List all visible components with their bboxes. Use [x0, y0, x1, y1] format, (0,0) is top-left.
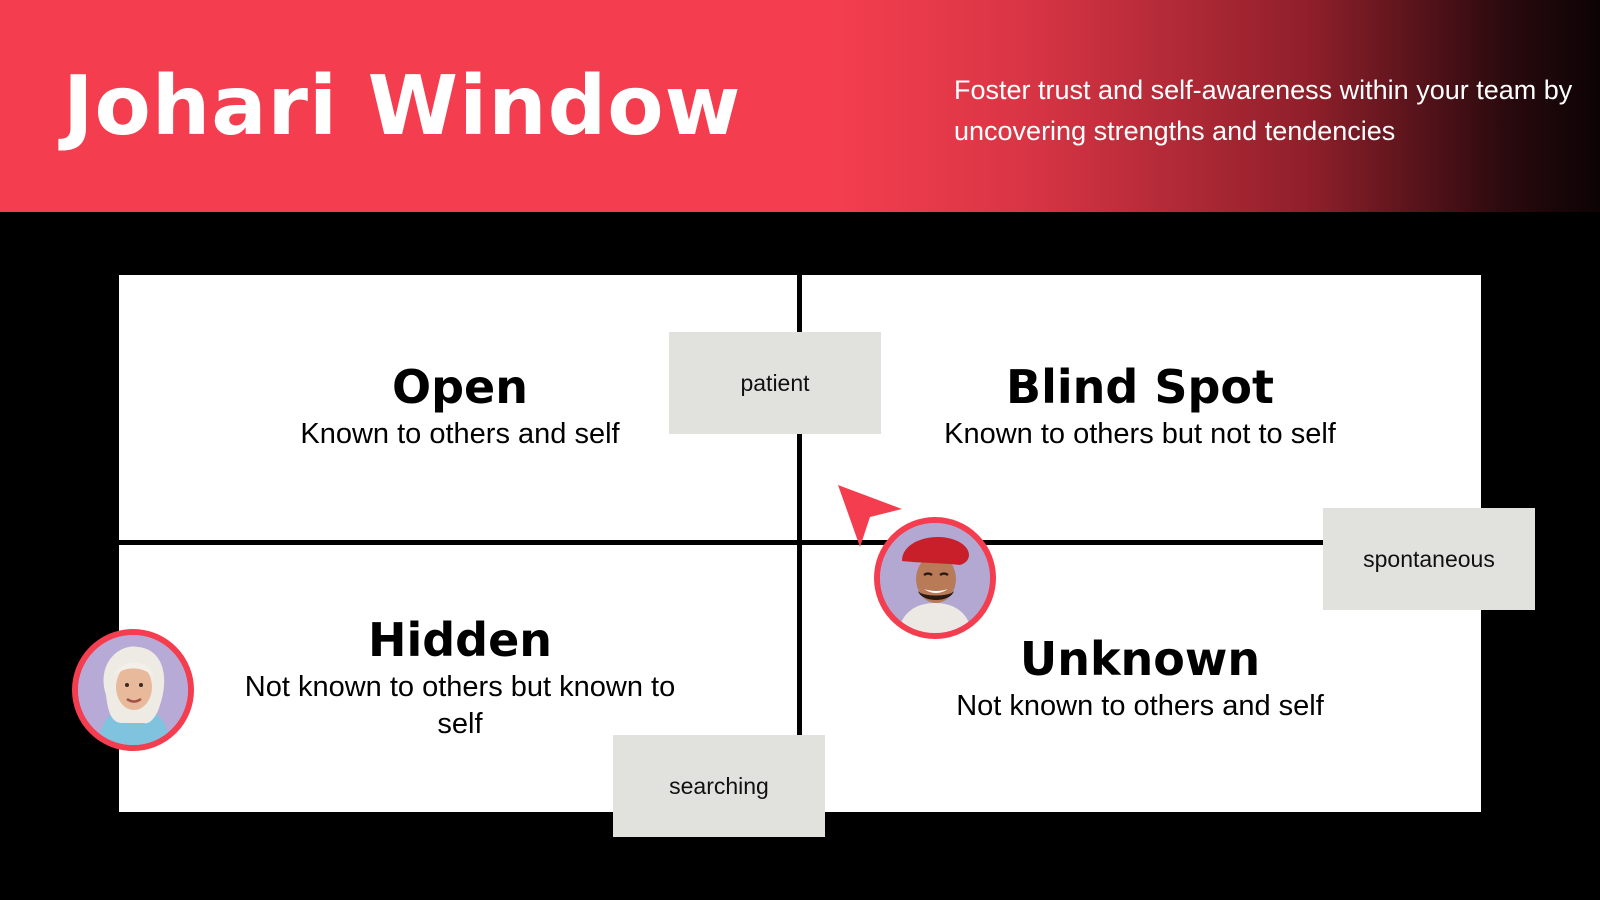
quadrant-open-title: Open — [392, 360, 528, 414]
page-title: Johari Window — [63, 59, 742, 154]
quadrant-unknown: Unknown Not known to others and self — [880, 632, 1400, 725]
quadrant-open: Open Known to others and self — [220, 360, 700, 453]
sticky-note-searching[interactable]: searching — [613, 735, 825, 837]
user-avatar-woman-icon[interactable] — [72, 629, 194, 751]
page-subtitle: Foster trust and self-awareness within y… — [954, 75, 1573, 146]
horizontal-divider — [119, 540, 1481, 545]
quadrant-blind-spot-title: Blind Spot — [1006, 360, 1274, 414]
quadrant-blind-spot: Blind Spot Known to others but not to se… — [880, 360, 1400, 453]
quadrant-hidden-description: Not known to others but known to self — [244, 671, 676, 740]
pointer-cursor-icon — [836, 483, 906, 553]
quadrant-blind-spot-description: Known to others but not to self — [944, 418, 1336, 450]
quadrant-unknown-title: Unknown — [1019, 632, 1261, 686]
quadrant-hidden-title: Hidden — [367, 613, 553, 667]
quadrant-unknown-description: Not known to others and self — [956, 690, 1324, 722]
header-banner: Johari Window Foster trust and self-awar… — [0, 0, 1600, 212]
user-avatar-man-icon[interactable] — [874, 517, 996, 639]
quadrant-open-description: Known to others and self — [300, 418, 620, 450]
quadrant-hidden: Hidden Not known to others but known to … — [220, 613, 700, 743]
sticky-note-patient[interactable]: patient — [669, 332, 881, 434]
sticky-note-spontaneous[interactable]: spontaneous — [1323, 508, 1535, 610]
